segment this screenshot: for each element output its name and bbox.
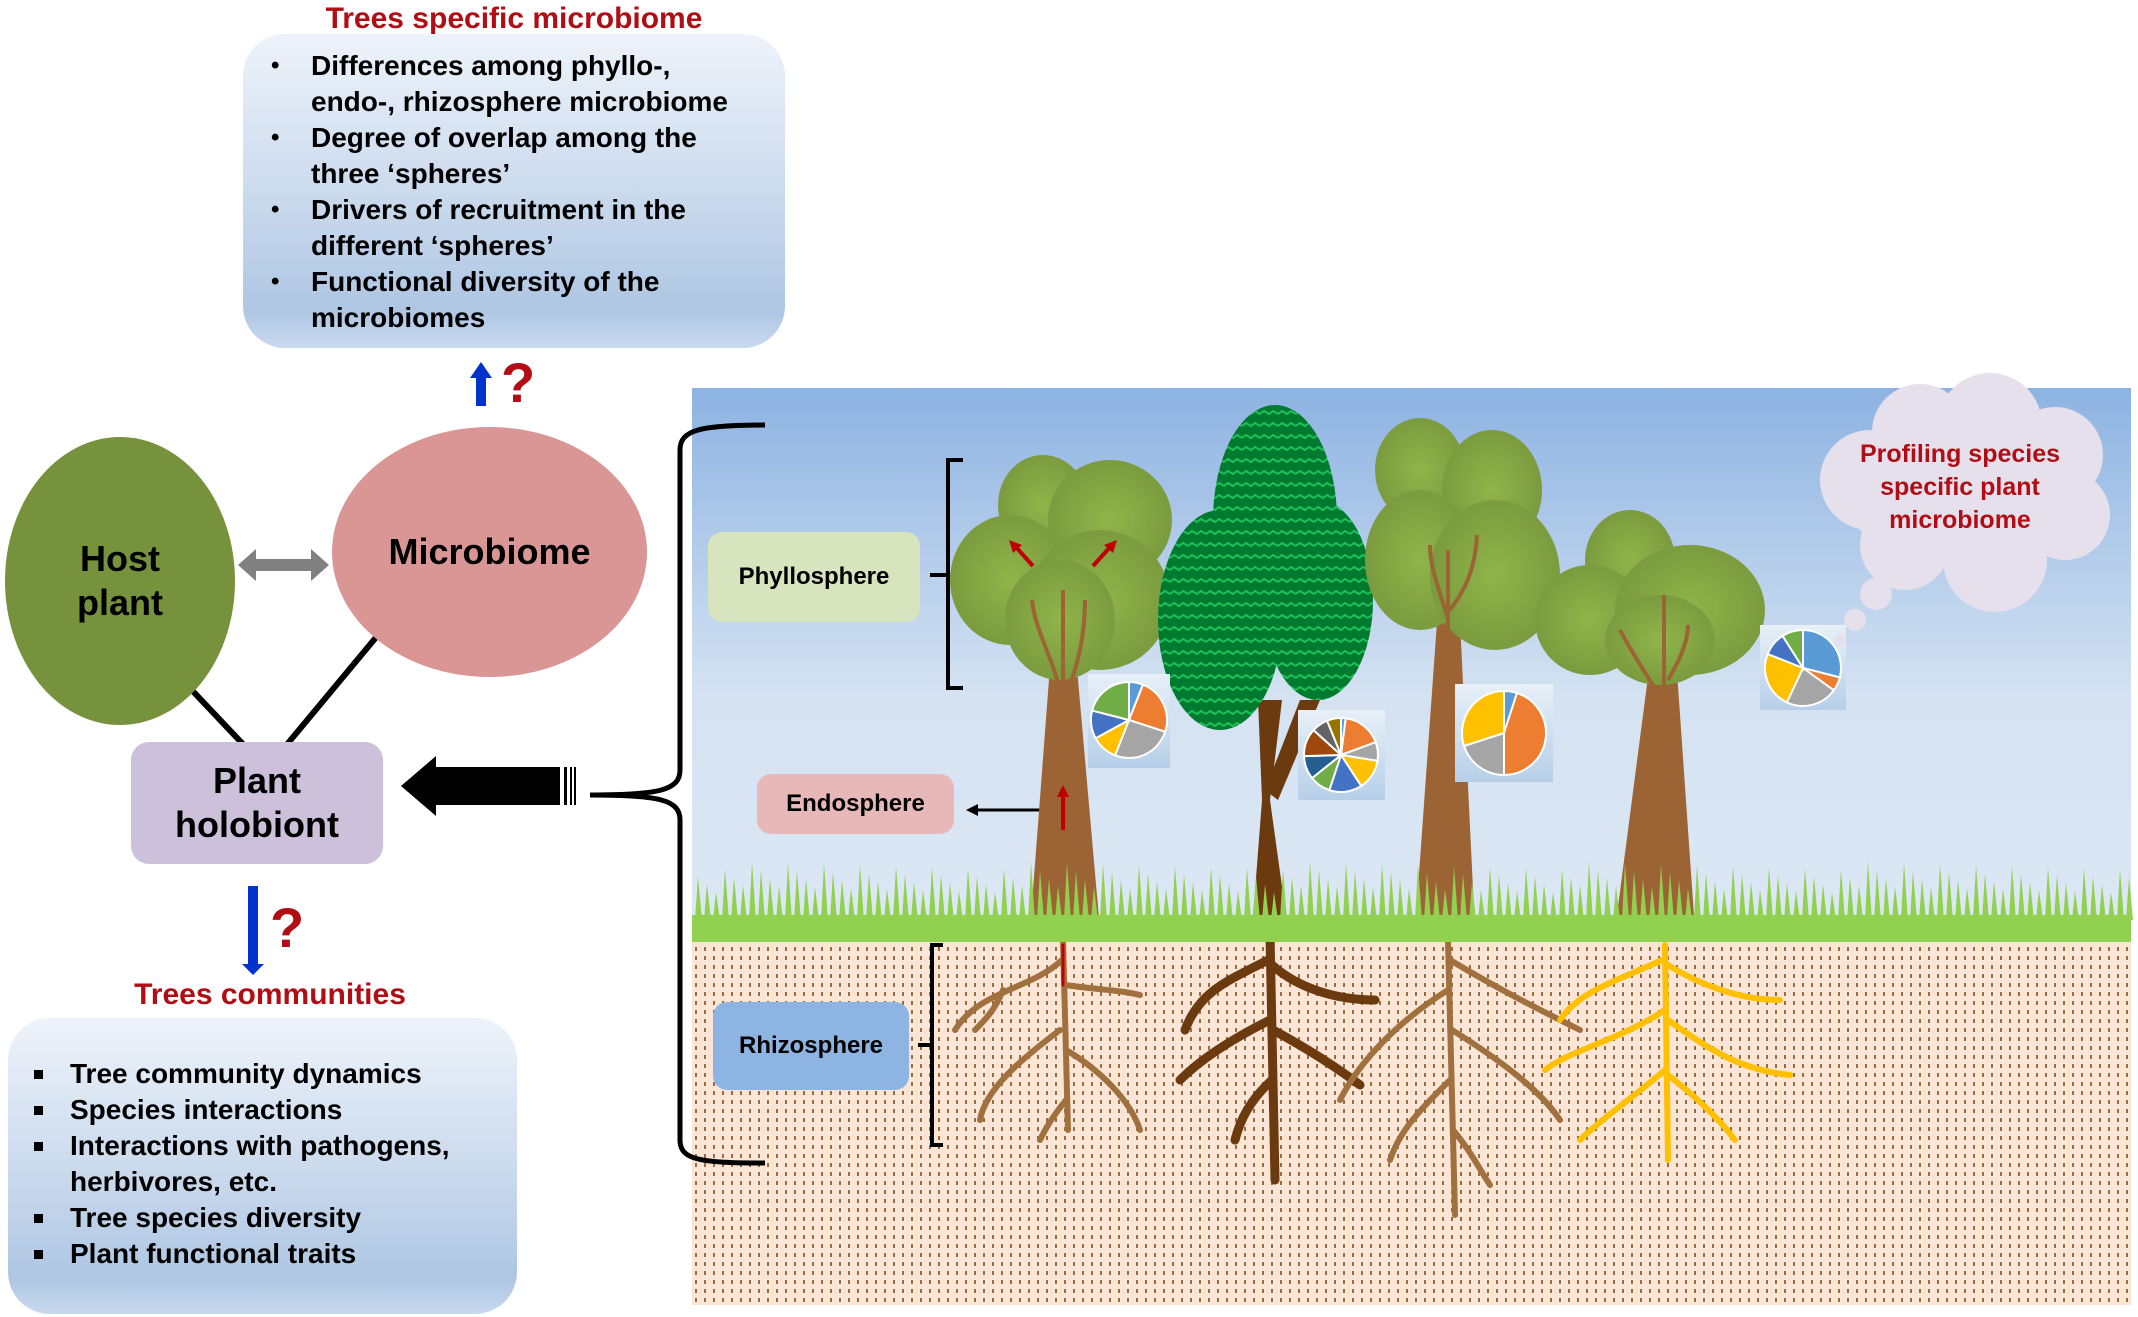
tree-1-pie-slice-2 [1113, 718, 1167, 759]
endosphere-label: Endosphere [757, 774, 954, 834]
rhizosphere-label: Rhizosphere [713, 1002, 909, 1090]
tree-4-canopy [1535, 510, 1765, 685]
trees-communities-box: Tree community dynamics Species interact… [8, 1018, 517, 1314]
microbiome-label: Microbiome [388, 531, 591, 572]
roots [952, 930, 1793, 1218]
list-item: Species interactions [8, 1092, 517, 1128]
tree-4-branches [1618, 595, 1690, 702]
tree-1-trunk [1030, 600, 1100, 930]
list-item: Tree species diversity [8, 1200, 517, 1236]
plant-holobiont-label: Plant holobiont [175, 760, 339, 845]
endosphere-up-arrow-icon [1057, 785, 1069, 830]
grass [692, 862, 2133, 942]
phyllosphere-arrows-icon [1009, 540, 1117, 568]
plant-holobiont-node: Plant holobiont [131, 742, 383, 864]
endosphere-arrow-icon [966, 804, 1045, 816]
microbiome-to-holobiont-line [271, 633, 381, 762]
tree-2-pie-slice-9 [1325, 716, 1342, 756]
list-item: Tree community dynamics [8, 1056, 517, 1092]
rhizosphere-bracket [918, 943, 943, 1147]
thought-cloud [1820, 373, 2110, 646]
tree-2-canopy [1158, 405, 1373, 730]
bottom-panel-title: Trees communities [134, 978, 406, 1011]
tree-1-pie-slice-5 [1090, 680, 1130, 722]
host-plant-node: Host plant [5, 437, 235, 725]
question-mark-down: ? [270, 896, 305, 959]
pie-charts [1089, 628, 1843, 793]
question-mark-up: ? [501, 351, 536, 414]
bidirectional-arrow-icon [238, 549, 329, 581]
list-item: Functional diversity of the microbiomes [243, 264, 731, 336]
tree-3-pie-slice-3 [1461, 689, 1505, 748]
list-item: Interactions with pathogens, herbivores,… [8, 1128, 450, 1200]
microbiome-node: Microbiome [332, 427, 647, 677]
tree-2-trunk [1252, 700, 1288, 930]
tree-4-pie-slice-3 [1764, 652, 1805, 704]
tree-4-roots [1542, 942, 1793, 1163]
tree-3-pie-slice-1 [1503, 691, 1547, 777]
tree-3-roots [1337, 937, 1583, 1218]
top-panel-title: Trees specific microbiome [325, 2, 703, 35]
phyllosphere-label: Phyllosphere [708, 532, 920, 622]
down-arrow-icon [242, 886, 264, 975]
tree-3-branches [1428, 534, 1479, 630]
host-plant-label: Host plant [77, 538, 163, 623]
thought-cloud-text: Profiling species specific plant microbi… [1859, 440, 2061, 534]
list-item: Degree of overlap among the three ‘spher… [243, 120, 731, 192]
phyllosphere-bracket [930, 458, 963, 690]
trees-specific-microbiome-box: Differences among phyllo-, endo-, rhizos… [243, 34, 785, 348]
list-item: Plant functional traits [8, 1236, 517, 1272]
up-arrow-icon [470, 362, 492, 406]
tree-1-pie-slice-1 [1127, 683, 1168, 734]
large-brace [589, 422, 766, 1166]
list-item: Drivers of recruitment in the different … [243, 192, 731, 264]
tree-4-pie-slice-0 [1802, 628, 1843, 679]
list-item: Differences among phyllo-, endo-, rhizos… [243, 48, 751, 120]
tree-3-trunk [1415, 580, 1475, 930]
tree-1-roots [952, 937, 1143, 1143]
tree-4-pie-slice-5 [1781, 628, 1804, 672]
big-left-arrow-icon [401, 756, 576, 816]
tree-1-canopy [950, 455, 1172, 680]
tree-1-branches [1030, 590, 1087, 701]
tree-3-canopy [1365, 418, 1560, 650]
